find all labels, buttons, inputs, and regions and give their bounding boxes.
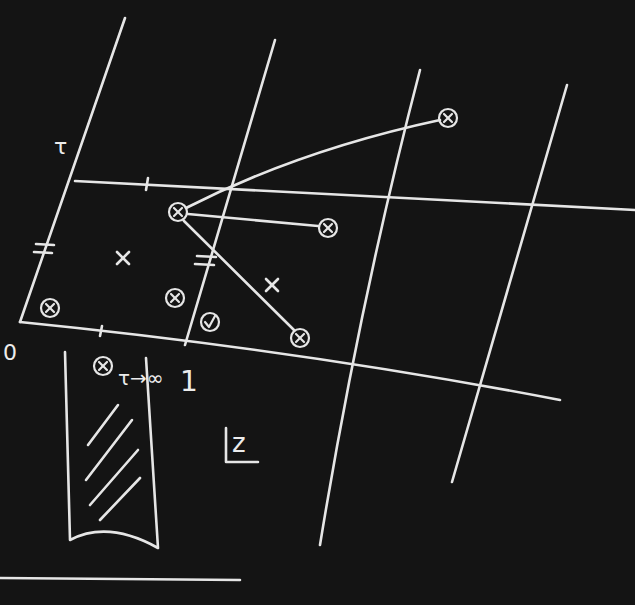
- circled-cross: [41, 299, 59, 317]
- one-label: 1: [180, 368, 198, 396]
- tau-label: τ: [54, 136, 67, 158]
- circled-cross: [169, 203, 187, 221]
- circled-cross: [291, 329, 309, 347]
- variable-label: z: [232, 430, 246, 456]
- limit-label: τ→∞: [118, 368, 163, 388]
- origin-label: 0: [3, 342, 17, 364]
- circled-cross: [166, 289, 184, 307]
- circled-cross: [439, 109, 457, 127]
- circled-cross: [94, 357, 112, 375]
- circled-check: [201, 313, 219, 331]
- circled-cross: [319, 219, 337, 237]
